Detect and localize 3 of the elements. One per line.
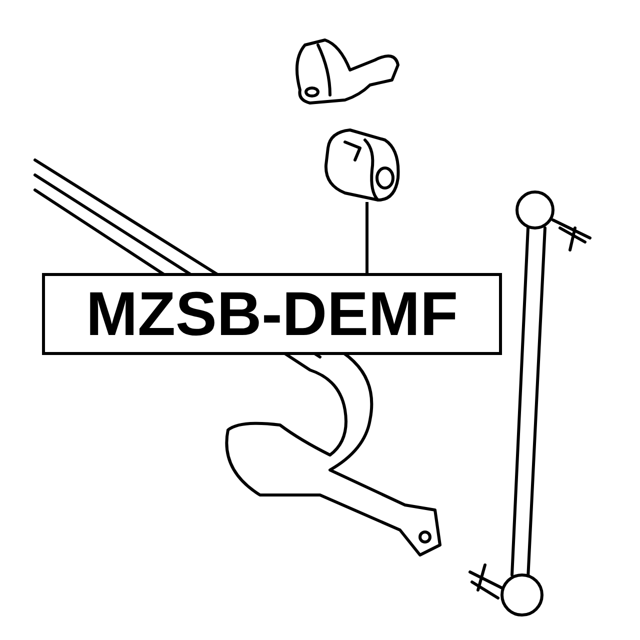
part-number-label: MZSB-DEMF xyxy=(42,273,502,355)
leader-line xyxy=(366,202,368,273)
bushing-picture xyxy=(324,128,400,202)
